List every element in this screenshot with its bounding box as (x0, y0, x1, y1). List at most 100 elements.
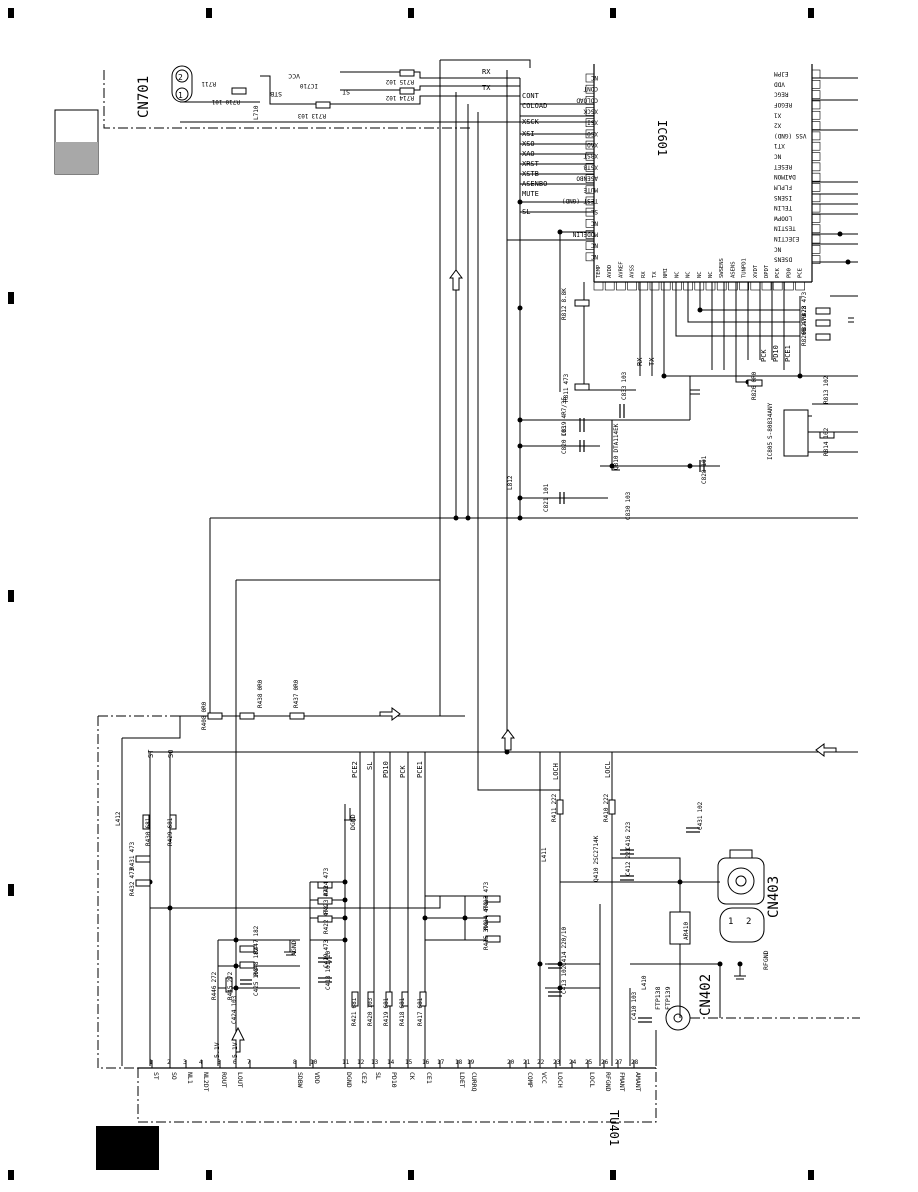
tu401-pin-number: 20 (507, 1059, 515, 1066)
ic601-left-pin: COLOAD (576, 96, 598, 103)
ic601-right-pin: ISENS (774, 194, 792, 201)
component-label: R826B473 (801, 314, 808, 346)
component-value: 102 (385, 94, 396, 101)
component-value: 103 (231, 995, 238, 1006)
cn701-connector: 2 1 (171, 65, 193, 103)
tu401-pin-number: 14 (387, 1059, 395, 1066)
label-xrst: XRST (522, 160, 540, 168)
tu401-pin-number: 8 (293, 1059, 297, 1066)
ic601-pin-box (811, 193, 821, 203)
tu401-pin-name: VCC (540, 1072, 548, 1084)
component-ref: C833 (621, 385, 628, 400)
ic601-bottom-pin: TUNPD1 (742, 258, 748, 278)
component-ref: R411 (551, 807, 558, 822)
component-label: C830103 (625, 491, 632, 520)
component-ref: C830 (625, 505, 632, 520)
tu401-pin-number: 18 (455, 1059, 463, 1066)
component-ref: C828 (701, 469, 708, 484)
component-label: R419681 (383, 997, 390, 1026)
component-label: C412223 (625, 847, 632, 876)
ic601-pin-box (811, 131, 821, 141)
ic601-bottom-pin: PCK (775, 267, 781, 278)
tu401-pin-number: 28 (631, 1059, 639, 1066)
ic601-bottom-pin: PCE (798, 268, 804, 278)
component-value: 473 (323, 885, 330, 896)
ic601-left-pin: MUTE (583, 186, 598, 193)
component-value: 681 (383, 997, 390, 1008)
label-pd10: PD10 (382, 761, 390, 778)
tu401-pin-number: 17 (437, 1059, 445, 1066)
ic601-pin-box (811, 141, 821, 151)
component-ref: C416 (625, 835, 632, 850)
component-labels: R8128.8KR811473C833103C8194R7/35C820103L… (115, 78, 830, 1026)
component-ref: C412 (625, 861, 632, 876)
tu401-pin-name: CE1 (425, 1072, 433, 1084)
component-ref: R447 (253, 939, 260, 954)
component-ref: R448 (253, 961, 260, 976)
tu401-pin-name: CK (408, 1072, 416, 1080)
component-ref: R423 (323, 899, 330, 914)
label-stb: STB (270, 90, 282, 98)
tu401-pin-name: RFGND (604, 1072, 612, 1092)
component-label: R4380R0 (257, 679, 264, 708)
component-ref: L710 (253, 105, 260, 120)
ic601-right-pin: DSENS (774, 256, 792, 263)
ic601-pin-box (811, 152, 821, 161)
tu401-pin-number: 15 (405, 1059, 413, 1066)
component-label: R8260R0 (751, 371, 758, 400)
component-label: R448182 (253, 947, 260, 976)
tu401-pin-number: 22 (537, 1059, 545, 1066)
svg-text:1: 1 (728, 917, 733, 927)
component-value: 681 (167, 817, 174, 828)
tu401-pin-name: DGND (345, 1072, 353, 1088)
ic601-left-pin: XSCK (583, 108, 598, 115)
junction-dots (147, 199, 851, 991)
component-label: L410 (641, 975, 648, 990)
component-ref: R421 (351, 1011, 358, 1026)
tu401-pin-number: 12 (357, 1059, 365, 1066)
component-value: 0R0 (751, 371, 758, 382)
component-value: 101 (701, 455, 708, 466)
tu401-pin-name: ST (152, 1072, 160, 1080)
component-label: R4370R0 (293, 679, 300, 708)
label-tx2: TX (648, 357, 656, 366)
component-value: 272 (227, 971, 234, 982)
tu401-pin-name: NL2DT (202, 1072, 210, 1092)
label-xsi: XSI (522, 130, 535, 138)
component-ref: R445 (227, 985, 234, 1000)
component-value: 2SC2714K (593, 835, 600, 864)
component-ref: R418 (399, 1011, 406, 1026)
component-label: C833103 (621, 371, 628, 400)
capacitors (240, 404, 705, 1023)
cn402-label: CN402 (698, 974, 714, 1016)
ic601-right-pin: DAIMON (774, 173, 796, 180)
tu401-pin-number: 5 (217, 1059, 221, 1066)
ic601-bottom-pin: NC (697, 271, 703, 278)
label-pce1: PCE1 (416, 761, 424, 778)
component-label: C431102 (697, 801, 704, 830)
component-value: 473 (563, 373, 570, 384)
ic601-right-pin: VDD (774, 80, 785, 87)
label-agnd: AGND (290, 940, 298, 956)
component-label: C419473 (323, 939, 330, 968)
component-ref: R711 (201, 80, 216, 87)
component-ref: R413 (483, 895, 490, 910)
label-mute: MUTE (522, 190, 539, 198)
component-ref: R408 (201, 715, 208, 730)
ic601-right-pin: NC (774, 245, 782, 252)
component-label: R410222 (603, 793, 610, 822)
component-label: R420103 (367, 997, 374, 1026)
component-ref: C821 (543, 497, 550, 512)
ic601-pin-box (616, 281, 626, 291)
component-ref: Q410 (593, 867, 600, 882)
component-ref: C425 (253, 981, 260, 996)
component-bodies (135, 69, 835, 1007)
ic601-pin-box (649, 281, 660, 291)
tu401-pin-number: 11 (342, 1059, 350, 1066)
component-label: L411 (541, 847, 548, 862)
label-sl2: SL (366, 762, 374, 770)
component-ref: R437 (293, 693, 300, 708)
component-ref: Q810 (613, 455, 620, 470)
